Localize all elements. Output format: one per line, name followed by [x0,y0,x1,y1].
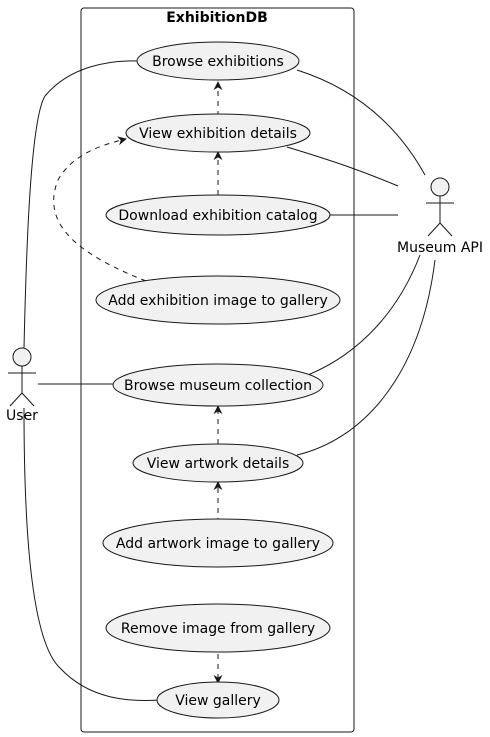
assoc-api-browse-collection [299,254,421,379]
use-case-download-exhibition-catalog[interactable]: Download exhibition catalog [105,194,331,236]
actor-head-icon [430,177,450,197]
dep-add-exh-image-to-details [53,136,147,282]
associations [23,60,436,702]
assoc-user-view-gallery [23,407,161,702]
system-title: ExhibitionDB [166,10,268,26]
use-case-label: View artwork details [147,456,289,472]
actor-museum-api-label: Museum API [397,240,483,256]
actor-museum-api[interactable] [426,177,454,237]
use-case-label: Browse exhibitions [152,54,284,70]
use-case-browse-exhibitions[interactable]: Browse exhibitions [136,41,300,81]
use-case-browse-museum-collection[interactable]: Browse museum collection [112,363,324,407]
use-case-remove-image[interactable]: Remove image from gallery [105,603,331,653]
system-boundary [80,7,355,733]
actor-head-icon [12,347,32,367]
assoc-api-view-artwork [296,259,436,456]
use-case-label: View exhibition details [139,126,297,142]
use-case-label: Add exhibition image to gallery [108,293,327,309]
assoc-api-view-exhibition-details [286,146,399,187]
use-case-label: Download exhibition catalog [118,208,317,224]
use-case-add-exhibition-image[interactable]: Add exhibition image to gallery [95,275,341,325]
use-case-label: Browse museum collection [124,378,312,394]
use-case-view-exhibition-details[interactable]: View exhibition details [125,113,311,153]
dependencies [53,81,223,684]
use-case-label: Remove image from gallery [121,621,315,637]
use-case-add-artwork-image[interactable]: Add artwork image to gallery [102,518,334,568]
assoc-user-browse-exhibitions [23,60,139,349]
actor-user-label: User [6,408,38,424]
actor-user[interactable] [8,347,36,407]
use-case-view-artwork-details[interactable]: View artwork details [132,443,304,483]
use-case-label: View gallery [175,693,261,709]
assoc-api-browse-exhibitions [296,69,426,176]
use-case-view-gallery[interactable]: View gallery [156,681,280,719]
use-case-label: Add artwork image to gallery [116,536,320,552]
